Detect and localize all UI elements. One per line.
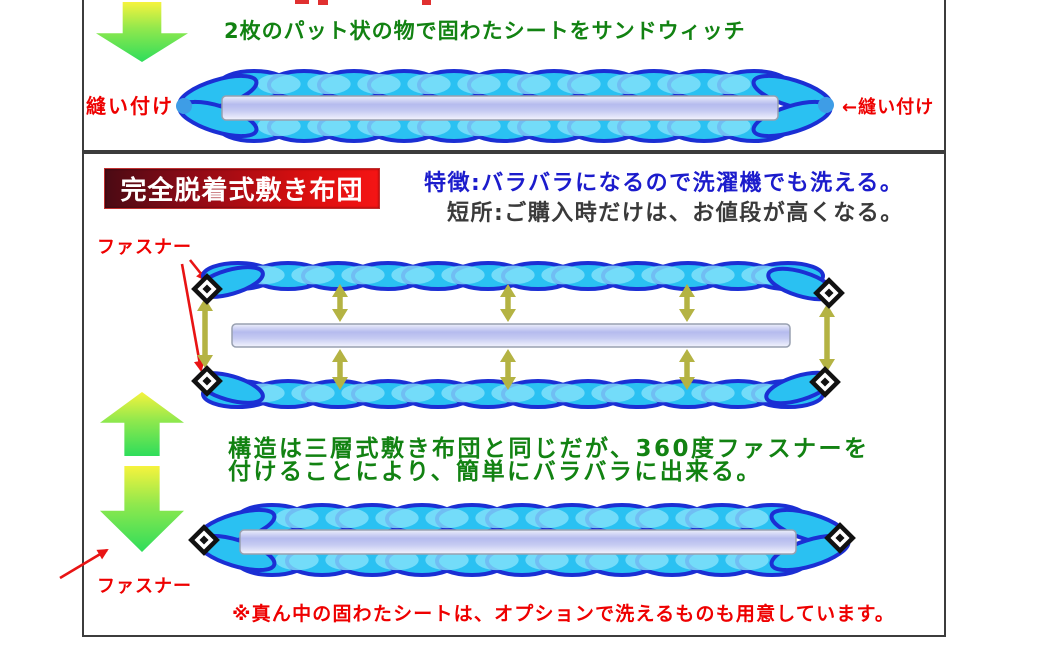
separation-arrow-icon [819,304,835,372]
stitch-label-left: 縫い付け [86,94,174,118]
section-title: 完全脱着式敷き布団 [104,168,380,209]
separation-arrow-icon [332,284,348,322]
green-down-arrow-icon [96,2,188,62]
zipper-icon [191,365,223,397]
separation-arrow-icon [197,298,213,368]
cropped-red-text-fragment [422,0,431,5]
fastener-label-bottom: ファスナー [97,576,192,597]
bottom-panel-border [82,152,946,637]
green-up-arrow-icon [100,392,184,456]
pointer-arrow-icon [59,548,109,580]
footnote-text: ※真ん中の固わたシートは、オプションで洗えるものも用意しています。 [232,603,896,625]
separation-arrow-icon [332,349,348,390]
zipper-icon [813,277,845,309]
top-panel-border [82,0,946,152]
detached-futon-diagram [180,259,845,409]
stitch-label-right: ←縫い付け [842,97,935,118]
zippered-futon-diagram [59,503,856,580]
zipper-icon [188,524,220,556]
separation-arrow-icon [500,349,516,390]
separation-arrow-icon [679,349,695,390]
separation-arrow-icon [500,284,516,322]
stitch-dot-icon [818,97,834,113]
structure-text-line2: 付けることにより、簡単にバラバラに出来る。 [228,459,762,485]
sewn-futon-diagram [176,69,834,143]
fastener-label-top: ファスナー [97,237,192,258]
green-down-arrow-icon [100,466,184,552]
cropped-red-text-fragment [295,0,309,4]
sandwich-caption: 2枚のパット状の物で固わたシートをサンドウィッチ [224,19,746,43]
structure-text-line1: 構造は三層式敷き布団と同じだが、360度ファスナーを [228,436,870,462]
cropped-red-text-fragment [318,0,328,5]
separation-arrow-icon [679,284,695,322]
stitch-dot-icon [176,98,192,114]
zipper-icon [191,273,223,305]
drawback-text: 短所:ご購入時だけは、お値段が高くなる。 [447,201,904,226]
zipper-icon [809,366,841,398]
zipper-icon [824,522,856,554]
feature-text: 特徴:バラバラになるので洗濯機でも洗える。 [424,171,904,196]
